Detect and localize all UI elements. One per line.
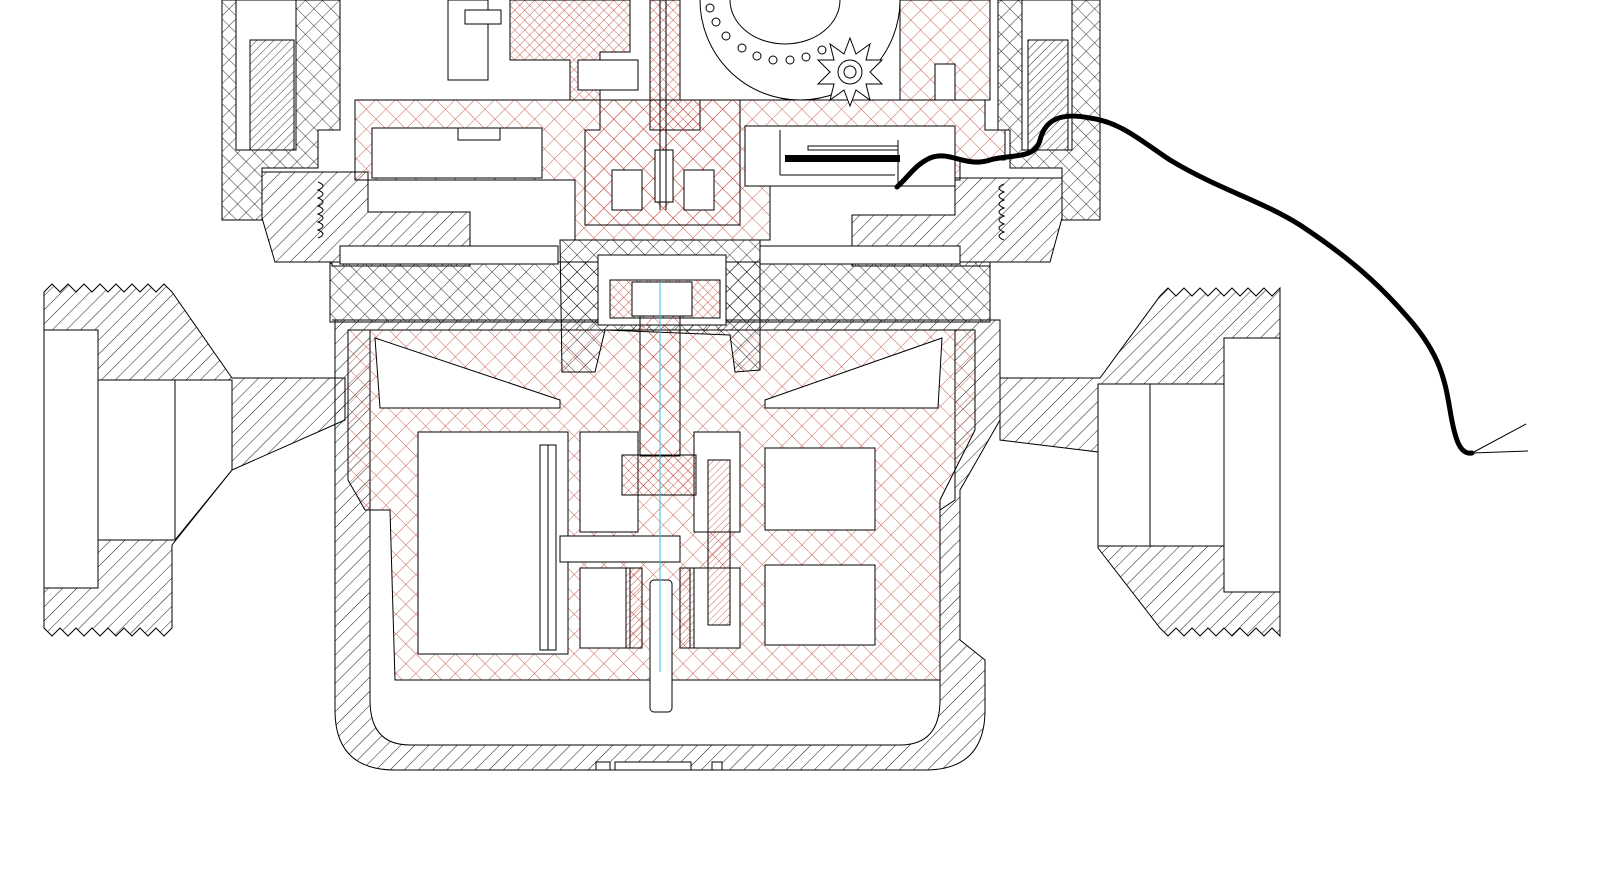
sensor-strip	[785, 145, 900, 162]
upper-register	[221, 0, 1101, 241]
center-axis	[659, 0, 667, 672]
left-inlet-pipe	[43, 283, 346, 637]
register-dial	[699, 0, 901, 101]
sensor-cable	[894, 113, 1529, 456]
right-outlet-pipe	[999, 286, 1281, 638]
gear-icon	[816, 36, 884, 108]
threaded-ring	[261, 171, 1063, 267]
measuring-chamber	[347, 329, 976, 713]
